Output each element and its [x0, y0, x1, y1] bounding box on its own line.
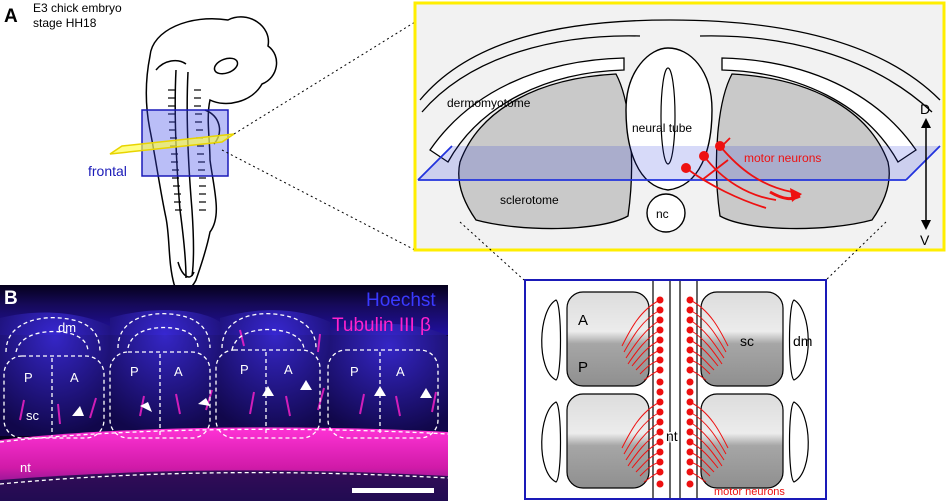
hoechst-label: Hoechst — [366, 290, 436, 311]
schematic-p: P — [578, 359, 588, 376]
label-ventral: V — [920, 232, 930, 248]
micrograph-p4: P — [350, 364, 359, 379]
zoom-line-bottom — [221, 149, 416, 251]
motor-neuron-soma — [699, 151, 709, 161]
section-plane — [109, 133, 235, 155]
dermomyotome-right — [721, 57, 917, 163]
panel-b-labels: B Hoechst Tubulin III β dm P A P A P A P… — [4, 288, 436, 493]
panel-b-letter: B — [4, 288, 18, 309]
schematic-dm: dm — [793, 333, 812, 349]
label-dermomyotome: dermomyotome — [447, 96, 531, 110]
micrograph-p1: P — [24, 370, 33, 385]
embryo-somites — [168, 89, 206, 211]
micrograph-a4: A — [396, 364, 405, 379]
micrograph-p2: P — [130, 364, 139, 379]
label-motor-neurons: motor neurons — [744, 151, 821, 165]
ectoderm-outer — [419, 19, 941, 101]
sclerotome-block — [566, 393, 650, 489]
label-sclerotome: sclerotome — [500, 193, 559, 207]
scale-bar — [352, 488, 434, 493]
frontal-label: frontal — [88, 163, 127, 179]
schematic-motor-neurons-label: motor neurons — [714, 486, 785, 498]
micrograph-sc: sc — [26, 408, 40, 423]
embryo-caption-line1: E3 chick embryo — [33, 1, 122, 15]
frontal-plane-band — [418, 146, 940, 180]
zoom-line-top — [233, 21, 416, 135]
panel-a: A E3 chick embryo stage HH18 — [4, 1, 416, 292]
sclerotome-block — [700, 393, 784, 489]
panel-a-letter: A — [4, 6, 18, 27]
sclerotome-left — [458, 73, 633, 230]
micrograph-a3: A — [284, 362, 293, 377]
tubulin-label: Tubulin III β — [332, 315, 431, 336]
panel-b-micrograph — [0, 285, 448, 501]
micrograph-nt: nt — [20, 460, 31, 475]
ectoderm-right — [699, 35, 933, 113]
micrograph-a2: A — [174, 364, 183, 379]
label-dorsal: D — [920, 101, 930, 117]
motor-neuron-soma — [681, 163, 691, 173]
embryo-caption-line2: stage HH18 — [33, 16, 97, 30]
dermomyotome-left — [429, 57, 625, 163]
label-nc: nc — [656, 207, 669, 221]
ectoderm-left — [421, 35, 641, 113]
micrograph-a1: A — [70, 370, 79, 385]
schematic-motor-neurons — [656, 296, 694, 488]
micrograph-dm: dm — [58, 320, 76, 335]
schematic-a: A — [578, 312, 588, 329]
section-inset: dermomyotome neural tube motor neurons s… — [413, 1, 946, 281]
motor-neuron-soma — [715, 141, 725, 151]
notochord-shape — [646, 193, 686, 233]
label-neural-tube: neural tube — [632, 121, 692, 135]
neural-tube-shape — [625, 47, 713, 191]
neural-tube-lumen — [660, 67, 676, 165]
schematic-nt: nt — [666, 428, 678, 444]
sclerotome-right — [715, 73, 890, 230]
micrograph-p3: P — [240, 362, 249, 377]
schematic: A P sc dm nt motor neurons — [524, 279, 827, 500]
schematic-sc: sc — [740, 333, 754, 349]
